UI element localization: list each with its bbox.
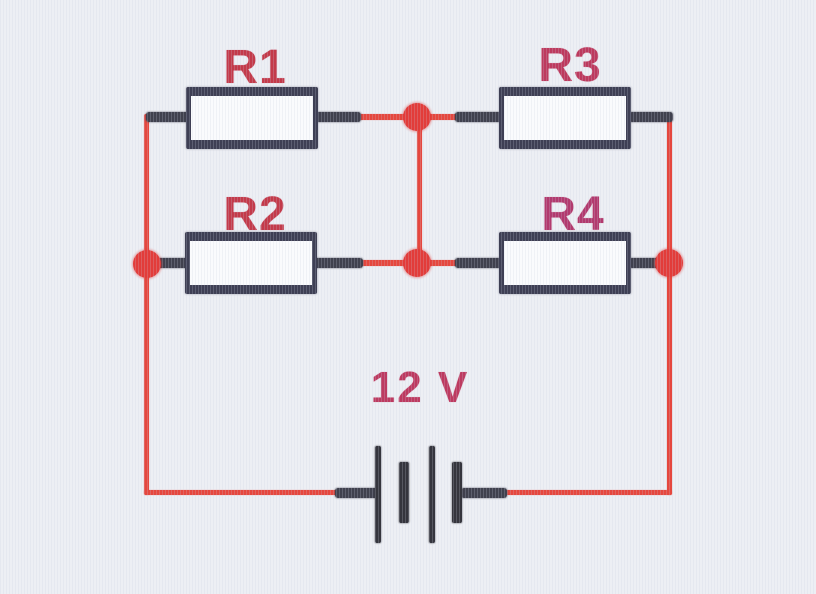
- wire-bottom-left: [144, 490, 342, 495]
- label-r4: R4: [541, 188, 605, 241]
- resistor-r2-body: [185, 232, 317, 294]
- label-r3: R3: [538, 39, 602, 92]
- junction-dot-middle-left: [133, 250, 161, 278]
- wire-bottom-right: [500, 490, 672, 495]
- battery-plate-negative-2: [452, 462, 462, 523]
- battery-plate-positive-2: [429, 446, 435, 543]
- junction-dot-middle-center: [403, 249, 431, 277]
- wire-right-rail: [667, 114, 672, 495]
- battery-lead-left: [335, 488, 379, 498]
- resistor-r1-body: [186, 87, 318, 149]
- resistor-r3-lead-left: [455, 112, 503, 122]
- junction-dot-middle-right: [655, 249, 683, 277]
- wire-center-vertical: [417, 117, 422, 264]
- resistor-r2-lead-right: [313, 258, 363, 268]
- wire-left-rail: [144, 114, 149, 495]
- battery-plate-positive-1: [375, 446, 381, 543]
- label-r1: R1: [223, 41, 287, 94]
- resistor-r3-body: [499, 87, 631, 149]
- resistor-r1-lead-left: [146, 112, 190, 122]
- battery-voltage-label: 12 V: [370, 363, 470, 412]
- label-r2: R2: [223, 188, 287, 241]
- resistor-r4-lead-right: [629, 258, 673, 268]
- resistor-r3-lead-right: [629, 112, 673, 122]
- battery-plate-negative-1: [399, 462, 409, 523]
- resistor-r4-body: [499, 232, 631, 294]
- battery-lead-right: [461, 488, 507, 498]
- resistor-r4-lead-left: [455, 258, 503, 268]
- resistor-r2-lead-left: [146, 258, 190, 268]
- junction-dot-top-center: [403, 103, 431, 131]
- resistor-r1-lead-right: [313, 112, 361, 122]
